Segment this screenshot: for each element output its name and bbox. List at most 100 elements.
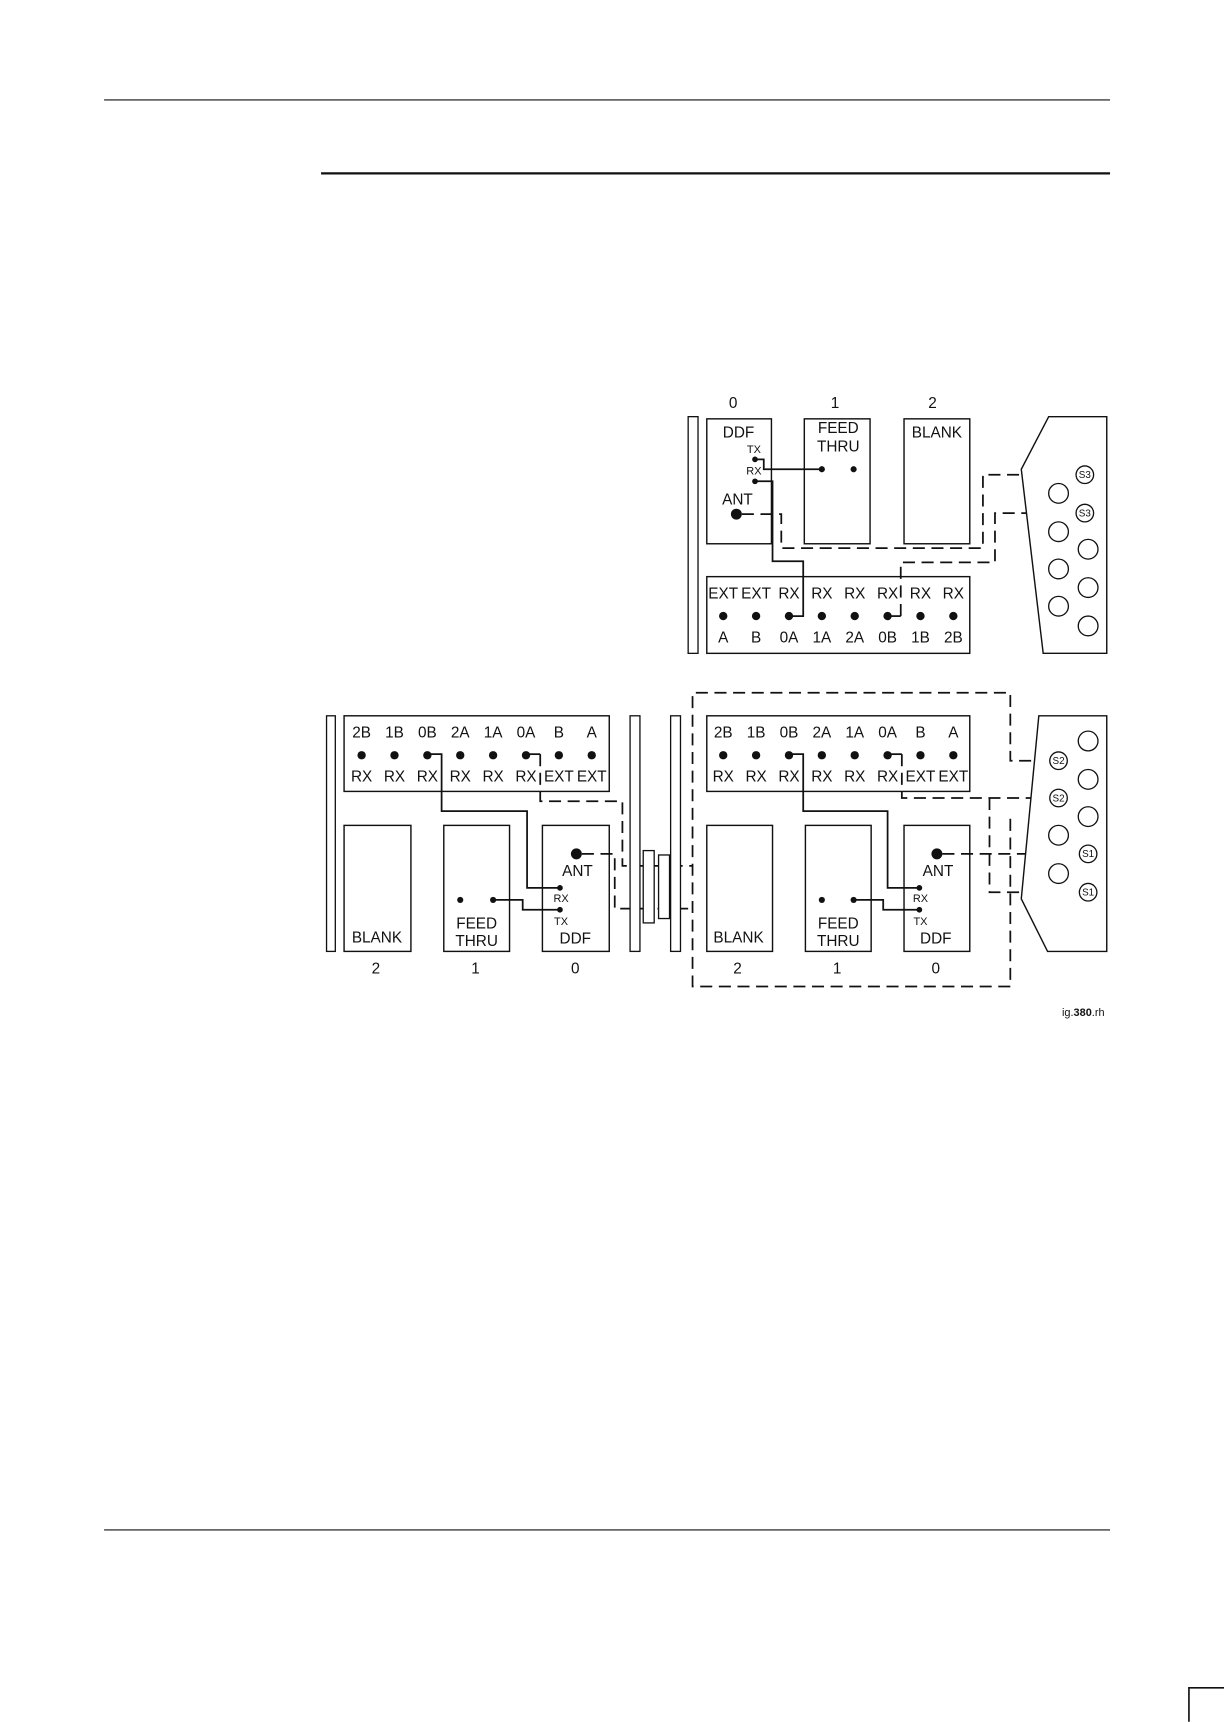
feed-thru-pin — [457, 897, 463, 903]
connector-upper-label: A — [948, 725, 959, 742]
connector-hole — [1049, 864, 1069, 884]
antenna-port-label: S2 — [1053, 756, 1065, 767]
feed-thru-label-line1: FEED — [818, 420, 859, 437]
antenna-port-s2: S2 — [1050, 789, 1068, 807]
top-cabinet: 0 1 2 DDF TX RX ANT FEED THRU BLANK EX — [688, 395, 1107, 653]
connector-lower-label: RX — [450, 769, 471, 786]
slot-number: 2 — [928, 395, 937, 412]
connector-upper-label: B — [554, 725, 564, 742]
connector-hole — [1078, 770, 1098, 790]
connector-hole — [1078, 807, 1098, 827]
blank-module: BLANK — [707, 825, 773, 951]
connector-lower-label: 2B — [944, 629, 963, 646]
ddf-rx-label: RX — [553, 893, 569, 905]
antenna-port-s2: S2 — [1050, 752, 1068, 770]
connector-upper-label: 0B — [780, 725, 799, 742]
ddf-title: DDF — [723, 424, 755, 441]
connector-lower-label: RX — [778, 769, 799, 786]
antenna-port-s3: S3 — [1076, 504, 1094, 522]
connector-pin — [785, 751, 793, 759]
connector-upper-label: EXT — [708, 586, 738, 603]
connector-pin — [916, 751, 924, 759]
ddf-rx-label: RX — [746, 466, 762, 478]
connector-hole — [1078, 539, 1098, 559]
ddf-tx-label: TX — [554, 916, 569, 928]
connector-upper-label: 0B — [418, 725, 437, 742]
feed-thru-body — [804, 419, 870, 544]
connector-upper-label: 1A — [484, 725, 504, 742]
connector-lower-label: EXT — [906, 769, 936, 786]
slot-number: 0 — [571, 960, 580, 977]
connector-pin — [522, 751, 530, 759]
connector-pin — [423, 751, 431, 759]
connector-hole — [1049, 596, 1069, 616]
ddf-title: DDF — [920, 931, 952, 948]
feed-thru-pin — [819, 897, 825, 903]
figure-label-prefix: ig. — [1062, 1007, 1074, 1019]
ddf-tx-label: TX — [913, 916, 928, 928]
blank-label: BLANK — [912, 424, 963, 441]
connector-upper-label: RX — [778, 586, 799, 603]
connector-upper-label: 2B — [352, 725, 371, 742]
slot-number: 1 — [833, 960, 842, 977]
slot-number: 0 — [729, 395, 738, 412]
feed-thru-label-line2: THRU — [455, 933, 498, 950]
connector-lower-label: EXT — [938, 769, 968, 786]
connector-upper-label: EXT — [741, 586, 771, 603]
antenna-port-s3: S3 — [1076, 466, 1094, 484]
connector-upper-label: RX — [910, 586, 931, 603]
antenna-port-label: S2 — [1053, 793, 1065, 804]
connector-pin — [851, 751, 859, 759]
feed-thru-pin — [851, 466, 857, 472]
antenna-port-label: S3 — [1079, 470, 1092, 481]
slot-number: 2 — [733, 960, 742, 977]
connector-lower-label: EXT — [577, 769, 607, 786]
connector-lower-label: A — [718, 629, 729, 646]
antenna-port-s1: S1 — [1079, 883, 1097, 901]
feed-thru-module: FEED THRU — [804, 419, 870, 544]
connector-lower-label: RX — [713, 769, 734, 786]
connector-hole — [1049, 522, 1069, 542]
rx-connector-panel: 2B1B0B2A1A0ABARXRXRXRXRXRXEXTEXT — [707, 716, 970, 792]
ddf-ant-connector — [731, 509, 742, 520]
connector-lower-label: RX — [745, 769, 766, 786]
figure-label: ig.380.rh — [1062, 1007, 1105, 1019]
ddf-ant-label: ANT — [722, 491, 753, 508]
connector-pin — [883, 751, 891, 759]
connector-pin — [719, 612, 727, 620]
connector-pin — [588, 751, 596, 759]
connector-upper-label: RX — [844, 586, 865, 603]
cable-gland — [643, 851, 654, 923]
connector-lower-label: RX — [811, 769, 832, 786]
connector-upper-label: 2A — [812, 725, 832, 742]
connector-lower-label: RX — [417, 769, 438, 786]
connector-upper-label: 2A — [451, 725, 471, 742]
connector-lower-label: 1A — [812, 629, 832, 646]
feed-thru-label-line2: THRU — [817, 933, 860, 950]
connector-pin — [949, 751, 957, 759]
connector-lower-label: 1B — [911, 629, 930, 646]
connector-upper-label: A — [587, 725, 598, 742]
slot-number: 1 — [831, 395, 840, 412]
slot-number: 1 — [471, 960, 480, 977]
antenna-port-label: S1 — [1082, 888, 1094, 899]
slot-number: 2 — [372, 960, 381, 977]
mounting-rail — [688, 417, 698, 654]
connector-upper-label: RX — [943, 586, 964, 603]
antenna-interface-panel: S2 S2 S1 S1 — [1021, 716, 1106, 952]
feed-thru-label-line2: THRU — [817, 439, 860, 456]
connector-pin — [357, 751, 365, 759]
connector-lower-label: RX — [844, 769, 865, 786]
ddf-rx-label: RX — [913, 893, 929, 905]
connector-upper-label: RX — [877, 586, 898, 603]
figure-label-number: 380 — [1074, 1007, 1092, 1019]
antenna-port-label: S3 — [1079, 508, 1092, 519]
ddf-ant-label: ANT — [562, 863, 593, 880]
mounting-rail — [327, 716, 336, 952]
connector-upper-label: 2B — [714, 725, 733, 742]
connector-lower-label: RX — [877, 769, 898, 786]
feed-thru-module: FEED THRU — [444, 825, 510, 951]
connector-upper-label: 0A — [878, 725, 898, 742]
connector-pin — [752, 751, 760, 759]
